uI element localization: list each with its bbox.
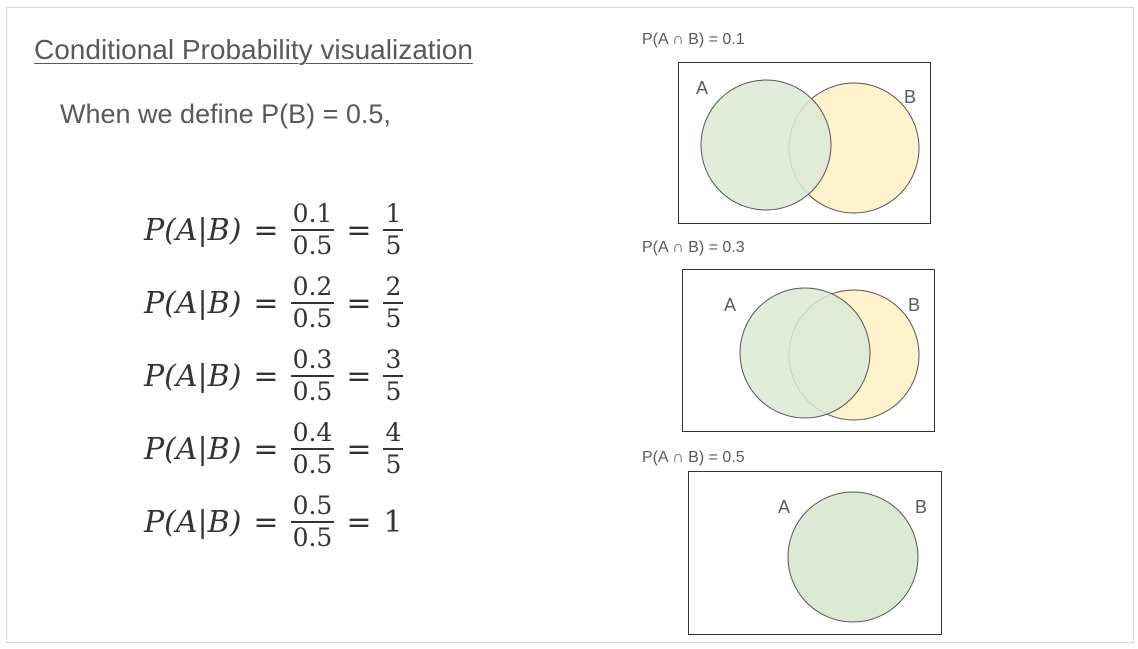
fraction-bar — [383, 302, 404, 304]
denominator: 5 — [385, 450, 402, 479]
denominator: 0.5 — [292, 377, 333, 406]
equation-lhs: P(A|B) — [144, 212, 242, 248]
equation-row: P(A|B) = 0.5 0.5 = 1 — [144, 487, 403, 557]
numerator: 0.4 — [292, 418, 333, 447]
equation-row: P(A|B) = 0.3 0.5 = 3 5 — [144, 341, 404, 411]
numerator: 1 — [385, 199, 402, 228]
denominator: 5 — [385, 231, 402, 260]
venn-graphic: A B — [724, 287, 920, 421]
numerator: 0.2 — [292, 272, 333, 301]
fraction: 0.3 0.5 — [290, 345, 335, 407]
equation-lhs: P(A|B) — [144, 285, 242, 321]
slide-title: Conditional Probability visualization — [34, 34, 473, 65]
numerator: 0.1 — [292, 199, 333, 228]
equation-lhs: P(A|B) — [144, 431, 242, 467]
label-a: A — [778, 497, 790, 517]
fraction: 0.1 0.5 — [290, 199, 335, 261]
circle-b — [787, 491, 919, 623]
equation-lhs: P(A|B) — [144, 358, 242, 394]
denominator: 0.5 — [292, 304, 333, 333]
fraction-bar — [383, 375, 404, 377]
circle-a — [739, 287, 871, 419]
numerator: 4 — [385, 418, 402, 447]
label-b: B — [904, 87, 916, 107]
fraction-bar — [290, 448, 335, 450]
fraction: 0.2 0.5 — [290, 272, 335, 334]
equals-sign: = — [253, 285, 279, 321]
result-fraction: 3 5 — [383, 345, 404, 407]
label-b: B — [915, 497, 927, 517]
denominator: 5 — [385, 377, 402, 406]
venn-caption: P(A ∩ B) = 0.1 — [642, 31, 745, 48]
numerator: 0.5 — [292, 491, 333, 520]
fraction-bar — [383, 448, 404, 450]
label-a: A — [696, 78, 708, 98]
label-a: A — [724, 295, 736, 315]
venn-caption: P(A ∩ B) = 0.3 — [642, 239, 745, 256]
denominator: 0.5 — [292, 231, 333, 260]
fraction: 0.5 0.5 — [290, 491, 335, 553]
equals-sign: = — [253, 358, 279, 394]
venn-graphic: A B — [696, 78, 920, 214]
result-fraction: 1 5 — [383, 199, 404, 261]
fraction-bar — [290, 229, 335, 231]
venn-diagram: A B — [688, 471, 942, 635]
venn-diagram: A B — [678, 62, 931, 224]
denominator: 5 — [385, 304, 402, 333]
result-fraction: 2 5 — [383, 272, 404, 334]
result-value: 1 — [383, 504, 403, 540]
fraction-bar — [290, 302, 335, 304]
numerator: 3 — [385, 345, 402, 374]
equals-sign: = — [253, 431, 279, 467]
equation-row: P(A|B) = 0.1 0.5 = 1 5 — [144, 195, 404, 265]
numerator: 2 — [385, 272, 402, 301]
result-fraction: 4 5 — [383, 418, 404, 480]
equation-row: P(A|B) = 0.4 0.5 = 4 5 — [144, 414, 404, 484]
equals-sign: = — [346, 504, 372, 540]
equals-sign: = — [346, 431, 372, 467]
denominator: 0.5 — [292, 450, 333, 479]
equation-lhs: P(A|B) — [144, 504, 242, 540]
fraction: 0.4 0.5 — [290, 418, 335, 480]
fraction-bar — [290, 521, 335, 523]
venn-diagram: A B — [682, 269, 935, 432]
numerator: 0.3 — [292, 345, 333, 374]
slide — [6, 7, 1134, 643]
venn-graphic: A B — [778, 491, 927, 623]
denominator: 0.5 — [292, 523, 333, 552]
fraction-bar — [290, 375, 335, 377]
equals-sign: = — [253, 212, 279, 248]
equation-row: P(A|B) = 0.2 0.5 = 2 5 — [144, 268, 404, 338]
circle-a — [700, 79, 832, 211]
equals-sign: = — [346, 212, 372, 248]
equals-sign: = — [253, 504, 279, 540]
equals-sign: = — [346, 285, 372, 321]
fraction-bar — [383, 229, 404, 231]
label-b: B — [908, 295, 920, 315]
venn-caption: P(A ∩ B) = 0.5 — [642, 449, 745, 466]
equals-sign: = — [346, 358, 372, 394]
intro-text: When we define P(B) = 0.5, — [60, 99, 391, 129]
